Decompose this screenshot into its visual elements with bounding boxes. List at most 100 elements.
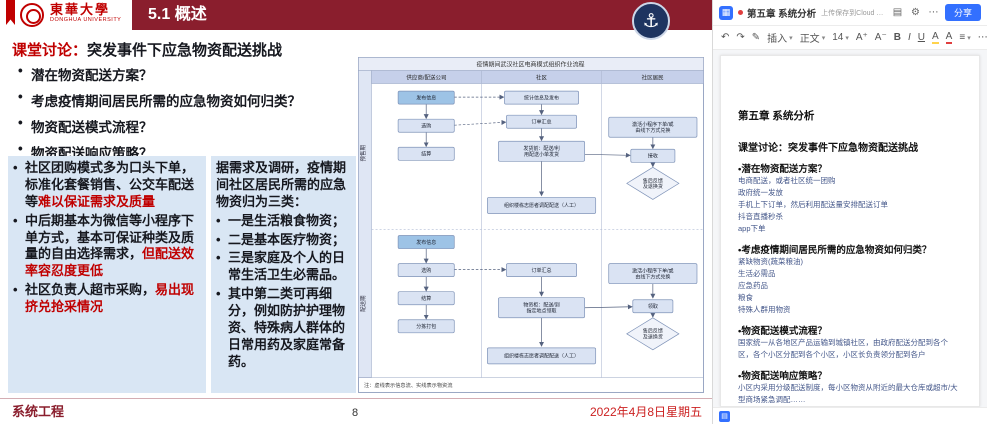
document-page[interactable]: 第五章 系统分析 课堂讨论：突发事件下应急物资配送挑战 •潜在物资配送方案？ 电… [720, 55, 980, 407]
chevron-down-icon: ▾ [967, 34, 971, 42]
doc-answer[interactable]: 国家统一从各地区产品运输到城镇社区，由政府配送分配到各个区，各个小区分配到各个小… [738, 338, 948, 359]
doc-title[interactable]: 第五章 系统分析 [738, 110, 815, 122]
svg-text:用配送小单发货: 用配送小单发货 [524, 151, 559, 158]
doc-answer[interactable]: 小区内采用分级配送制度，每小区物资从附近的最大仓库或超市/大型商场紧急调配…… [738, 383, 958, 404]
svg-text:统计信息及发布: 统计信息及发布 [524, 94, 559, 101]
doc-answer[interactable]: 应急药品 [738, 281, 768, 290]
more-icon[interactable]: ⋯ [928, 7, 939, 18]
svg-text:售后反馈: 售后反馈 [643, 328, 663, 335]
doc-answer[interactable]: app下单 [738, 224, 766, 233]
svg-text:及退换货: 及退换货 [643, 334, 663, 341]
delivery-modes-box: 社区团购模式多为口头下单，标准化套餐销售、公交车配送等难以保证需求及质量 中后期… [8, 156, 206, 393]
university-logo-icon [20, 3, 44, 27]
svg-text:接收: 接收 [648, 153, 658, 160]
doc-answer[interactable]: 抖音直播秒杀 [738, 212, 783, 221]
box-item: 二是基本医疗物资； [216, 232, 351, 249]
editor-statusbar: ▤ [713, 407, 987, 424]
format-brush-icon[interactable]: ✎ [751, 32, 761, 43]
page-number: 8 [352, 407, 359, 419]
doc-answer[interactable]: 政府统一发放 [738, 188, 783, 197]
svg-text:社区居民: 社区居民 [642, 74, 665, 82]
doc-question[interactable]: •物资配送模式流程？ [738, 326, 827, 337]
share-button[interactable]: 分享 [944, 4, 981, 21]
svg-text:供应商/配送公司: 供应商/配送公司 [406, 74, 446, 82]
svg-text:及退换货: 及退换货 [643, 183, 663, 190]
university-name-en: DONGHUA UNIVERSITY [50, 17, 122, 23]
content-boxes: 社区团购模式多为口头下单，标准化套餐销售、公交车配送等难以保证需求及质量 中后期… [8, 156, 356, 393]
box-item: 其中第二类可再细分，例如防护护理物资、特殊病人群体的日常用药及家庭常备药。 [216, 286, 351, 370]
font-decrease-icon[interactable]: A⁻ [874, 32, 887, 43]
font-size-value: 14 [832, 32, 844, 43]
question-item: 潜在物资配送方案？ [16, 61, 356, 87]
chevron-down-icon: ▾ [821, 34, 826, 42]
doc-answer[interactable]: 电商配送，或者社区统一团购 [738, 176, 836, 185]
undo-icon[interactable]: ↶ [721, 32, 730, 43]
docs-app-icon[interactable]: ▤ [719, 410, 730, 422]
svg-text:激活小程序下单/或: 激活小程序下单/或 [632, 121, 673, 128]
question-item: 考虑疫情期间居民所需的应急物资如何归类？ [16, 87, 356, 113]
editor-panel: ▦ 第五章 系统分析 上传保存到Cloud 上次保存4月8日 ▤ ⚙ ⋯ 分享 … [712, 0, 987, 424]
svg-text:发布信息: 发布信息 [416, 239, 436, 246]
format-toolbar: ↶ ↷ ✎ 插入 ▾ 正文 ▾ 14 ▾ A⁺ A⁻ B I U A A ≡ [713, 26, 987, 50]
doc-heading[interactable]: 课堂讨论：突发事件下应急物资配送挑战 [738, 143, 918, 154]
doc-answer[interactable]: 紧缺物资(蔬菜粮油) [738, 257, 803, 266]
slide-section-title: 5.1 概述 [132, 0, 712, 30]
footer-divider [0, 398, 712, 399]
box-item: 中后期基本为微信等小程序下单方式，基本可保证种类及质量的自由选择需求，但配送效率… [13, 213, 201, 281]
slide-panel: 東華大學 DONGHUA UNIVERSITY 5.1 概述 ⚓ 课堂讨论：突发… [0, 0, 712, 424]
svg-text:结算: 结算 [421, 295, 431, 302]
editor-titlebar: ▦ 第五章 系统分析 上传保存到Cloud 上次保存4月8日 ▤ ⚙ ⋯ 分享 [713, 0, 987, 26]
doc-answer[interactable]: 生活必需品 [738, 269, 776, 278]
slide-header: 東華大學 DONGHUA UNIVERSITY 5.1 概述 ⚓ [0, 0, 712, 40]
grid-view-icon[interactable]: ▤ [892, 7, 903, 18]
svg-text:结算: 结算 [421, 151, 431, 158]
document-area: 第五章 系统分析 课堂讨论：突发事件下应急物资配送挑战 •潜在物资配送方案？ 电… [713, 50, 987, 407]
supplies-category-box: 据需求及调研，疫情期间社区居民所需的应急物资归为三类： 一是生活粮食物资； 二是… [211, 156, 356, 393]
navy-anchor-emblem-icon: ⚓ [632, 2, 670, 40]
unsaved-dot-icon [738, 10, 743, 15]
svg-text:选购: 选购 [421, 123, 431, 130]
document-tab[interactable]: 第五章 系统分析 [738, 6, 816, 20]
style-label: 正文 [799, 34, 820, 45]
svg-text:领取: 领取 [648, 303, 658, 310]
doc-answer[interactable]: 手机上下订单，然后利用配送量安排配送订单 [738, 200, 888, 209]
svg-text:指定地点领取: 指定地点领取 [527, 307, 557, 314]
highlight-color-icon[interactable]: A [932, 30, 939, 44]
bold-icon[interactable]: B [893, 32, 901, 43]
svg-text:配送期: 配送期 [359, 295, 367, 312]
align-dropdown[interactable]: ≡ ▾ [959, 32, 970, 43]
settings-icon[interactable]: ⚙ [911, 7, 920, 18]
doc-answer[interactable]: 特殊人群用物资 [738, 305, 791, 314]
doc-question[interactable]: •物资配送响应策略？ [738, 371, 827, 382]
app-launcher-icon[interactable]: ▦ [719, 5, 733, 20]
italic-icon[interactable]: I [907, 32, 911, 43]
underline-icon[interactable]: U [917, 32, 925, 43]
flowchart-panel: 疫情期间武汉社区电商模式组织作业流程供应商/配送公司社区社区居民预售期配送期发布… [358, 57, 704, 393]
redo-icon[interactable]: ↷ [736, 32, 745, 43]
svg-text:订单汇总: 订单汇总 [532, 267, 552, 274]
svg-text:物资柜：配送/到: 物资柜：配送/到 [523, 302, 559, 309]
svg-text:注：虚线表示信息流、实线表示物资流: 注：虚线表示信息流、实线表示物资流 [364, 381, 453, 389]
svg-text:组织楼栋志愿者调配配送（人工）: 组织楼栋志愿者调配配送（人工） [504, 353, 579, 360]
discussion-label: 课堂讨论： [12, 42, 88, 59]
style-dropdown[interactable]: 正文 ▾ [800, 30, 826, 45]
insert-dropdown[interactable]: 插入 ▾ [767, 30, 793, 45]
font-size-dropdown[interactable]: 14 ▾ [832, 32, 849, 43]
doc-question[interactable]: •潜在物资配送方案？ [738, 164, 827, 175]
save-status: 上传保存到Cloud 上次保存4月8日 [821, 9, 886, 17]
chevron-down-icon: ▾ [845, 34, 849, 42]
toolbar-more-icon[interactable]: ⋯ [977, 32, 987, 43]
box-item: 社区团购模式多为口头下单，标准化套餐销售、公交车配送等难以保证需求及质量 [13, 160, 201, 211]
doc-question[interactable]: •考虑疫情期间居民所需的应急物资如何归类？ [738, 245, 932, 256]
box-lead: 据需求及调研，疫情期间社区居民所需的应急物资归为三类： [216, 160, 347, 209]
course-name: 系统工程 [12, 404, 65, 419]
font-color-icon[interactable]: A [945, 30, 953, 44]
font-increase-icon[interactable]: A⁺ [855, 32, 868, 43]
svg-text:激活小程序下单/或: 激活小程序下单/或 [632, 268, 673, 275]
question-list: 潜在物资配送方案？ 考虑疫情期间居民所需的应急物资如何归类？ 物资配送模式流程？… [16, 61, 356, 165]
box-item: 三是家庭及个人的日常生活卫生必需品。 [216, 250, 351, 284]
discussion-heading: 课堂讨论：突发事件下应急物资配送挑战 [12, 39, 282, 60]
svg-text:疫情期间武汉社区电商模式组织作业流程: 疫情期间武汉社区电商模式组织作业流程 [476, 61, 584, 69]
doc-answer[interactable]: 粮食 [738, 293, 753, 302]
